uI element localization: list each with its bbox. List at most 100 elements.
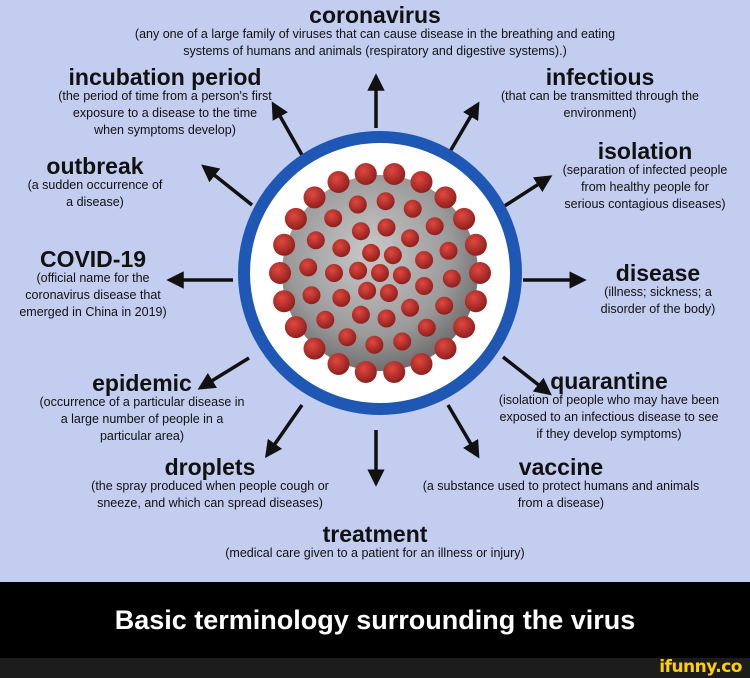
term-desc-line: exposure to a disease to the time — [72, 106, 258, 120]
spike-icon — [302, 286, 321, 305]
term-droplets: droplets (the spray produced when people… — [15, 456, 405, 512]
term-desc-line: (illness; sickness; a — [604, 285, 712, 299]
spike-icon — [273, 290, 296, 313]
spike-icon — [349, 261, 368, 280]
spike-icon — [415, 251, 434, 269]
term-title: treatment — [322, 521, 428, 547]
spike-icon — [338, 328, 357, 347]
spike-icon — [401, 229, 420, 248]
spike-icon — [316, 310, 335, 329]
spike-icon — [383, 163, 406, 185]
term-title: quarantine — [550, 368, 668, 394]
spike-icon — [376, 192, 395, 211]
term-quarantine: quarantine (isolation of people who may … — [475, 370, 743, 443]
spike-icon — [332, 288, 351, 307]
poster: coronavirus (any one of a large family o… — [0, 0, 750, 582]
spike-icon — [358, 281, 377, 300]
term-desc-line: if they develop symptoms) — [536, 427, 682, 441]
term-epidemic: epidemic (occurrence of a particular dis… — [2, 372, 282, 445]
arrow-incubation-icon — [271, 101, 304, 156]
term-desc-line: coronavirus disease that — [25, 288, 161, 302]
spike-icon — [410, 353, 433, 375]
spike-icon — [435, 296, 454, 315]
spike-icon — [403, 199, 422, 218]
spike-icon — [306, 231, 325, 250]
spike-icon — [464, 290, 487, 313]
arrow-quarantine-icon — [501, 355, 552, 396]
term-desc-line: sneeze, and which can spread diseases) — [97, 496, 323, 510]
term-desc-line: environment) — [563, 106, 637, 120]
arrow-infectious-icon — [446, 101, 480, 156]
term-treatment: treatment (medical care given to a patie… — [150, 523, 600, 562]
spike-icon — [325, 264, 343, 282]
term-title: epidemic — [92, 370, 192, 396]
spike-icon — [299, 258, 318, 277]
term-title: disease — [615, 260, 701, 286]
spike-icon — [415, 277, 434, 295]
spike-icon — [284, 207, 307, 230]
spike-icon — [348, 195, 367, 214]
spike-icon — [269, 262, 291, 284]
arrow-epidemic-icon — [197, 356, 250, 390]
term-desc-line: particular area) — [99, 429, 185, 443]
term-title: vaccine — [518, 454, 604, 480]
spike-icon — [401, 298, 420, 317]
spike-icon — [434, 186, 457, 209]
spike-icon — [453, 207, 476, 230]
term-desc-line: (separation of infected people — [562, 163, 728, 177]
spike-icon — [303, 337, 326, 360]
virus-spikes-icon — [269, 163, 491, 383]
term-desc-line: (the period of time from a person's firs… — [58, 89, 272, 103]
spike-icon — [327, 171, 350, 193]
term-covid-19: COVID-19 (official name for the coronavi… — [2, 248, 184, 321]
term-title: outbreak — [46, 153, 144, 179]
term-desc-line: (occurrence of a particular disease in — [39, 395, 245, 409]
term-title: infectious — [545, 64, 655, 90]
term-desc-line: when symptoms develop) — [94, 123, 236, 137]
term-desc-line: exposed to an infectious disease to see — [499, 410, 719, 424]
term-title: coronavirus — [309, 2, 441, 28]
spike-icon — [410, 171, 433, 193]
spike-icon — [303, 186, 326, 209]
term-title: droplets — [164, 454, 256, 480]
term-desc-line: (official name for the — [36, 271, 150, 285]
term-desc-line: a large number of people in a — [60, 412, 224, 426]
term-outbreak: outbreak (a sudden occurrence of a disea… — [15, 155, 175, 211]
ifunny-watermark[interactable]: ifunny.co — [659, 657, 742, 677]
spike-icon — [273, 233, 296, 256]
spike-icon — [371, 264, 389, 282]
spike-icon — [324, 209, 343, 228]
term-incubation-period: incubation period (the period of time fr… — [5, 66, 325, 139]
spike-icon — [327, 353, 350, 375]
spike-icon — [425, 217, 444, 236]
footer-bar: ifunny.co — [0, 657, 750, 678]
spike-icon — [362, 243, 381, 262]
spike-icon — [377, 309, 396, 328]
spike-icon — [332, 239, 351, 258]
caption-title: Basic terminology surrounding the virus — [114, 604, 636, 635]
term-desc-line: (the spray produced when people cough or — [91, 479, 329, 493]
term-desc-line: (a substance used to protect humans and … — [422, 479, 700, 493]
term-vaccine: vaccine (a substance used to protect hum… — [385, 456, 737, 512]
term-title: isolation — [597, 138, 693, 164]
spike-icon — [383, 361, 406, 383]
spike-icon — [453, 316, 476, 339]
arrow-isolation-icon — [502, 175, 553, 209]
term-desc-line: from healthy people for — [581, 180, 709, 194]
spike-icon — [354, 361, 377, 383]
spike-icon — [434, 337, 457, 360]
spike-icon — [383, 246, 402, 265]
spike-icon — [439, 241, 458, 260]
term-coronavirus: coronavirus (any one of a large family o… — [55, 4, 695, 60]
caption-bar: Basic terminology surrounding the virus — [0, 582, 750, 658]
virus-illustration — [237, 130, 523, 416]
spike-icon — [417, 318, 436, 337]
term-desc-line: a disease) — [66, 195, 124, 209]
spike-icon — [469, 262, 491, 284]
term-infectious: infectious (that can be transmitted thro… — [470, 66, 730, 122]
spike-icon — [392, 266, 411, 285]
arrow-droplets-icon — [265, 404, 304, 459]
term-desc-line: (isolation of people who may have been — [498, 393, 720, 407]
term-desc-line: disorder of the body) — [600, 302, 716, 316]
term-desc-line: emerged in China in 2019) — [19, 305, 167, 319]
